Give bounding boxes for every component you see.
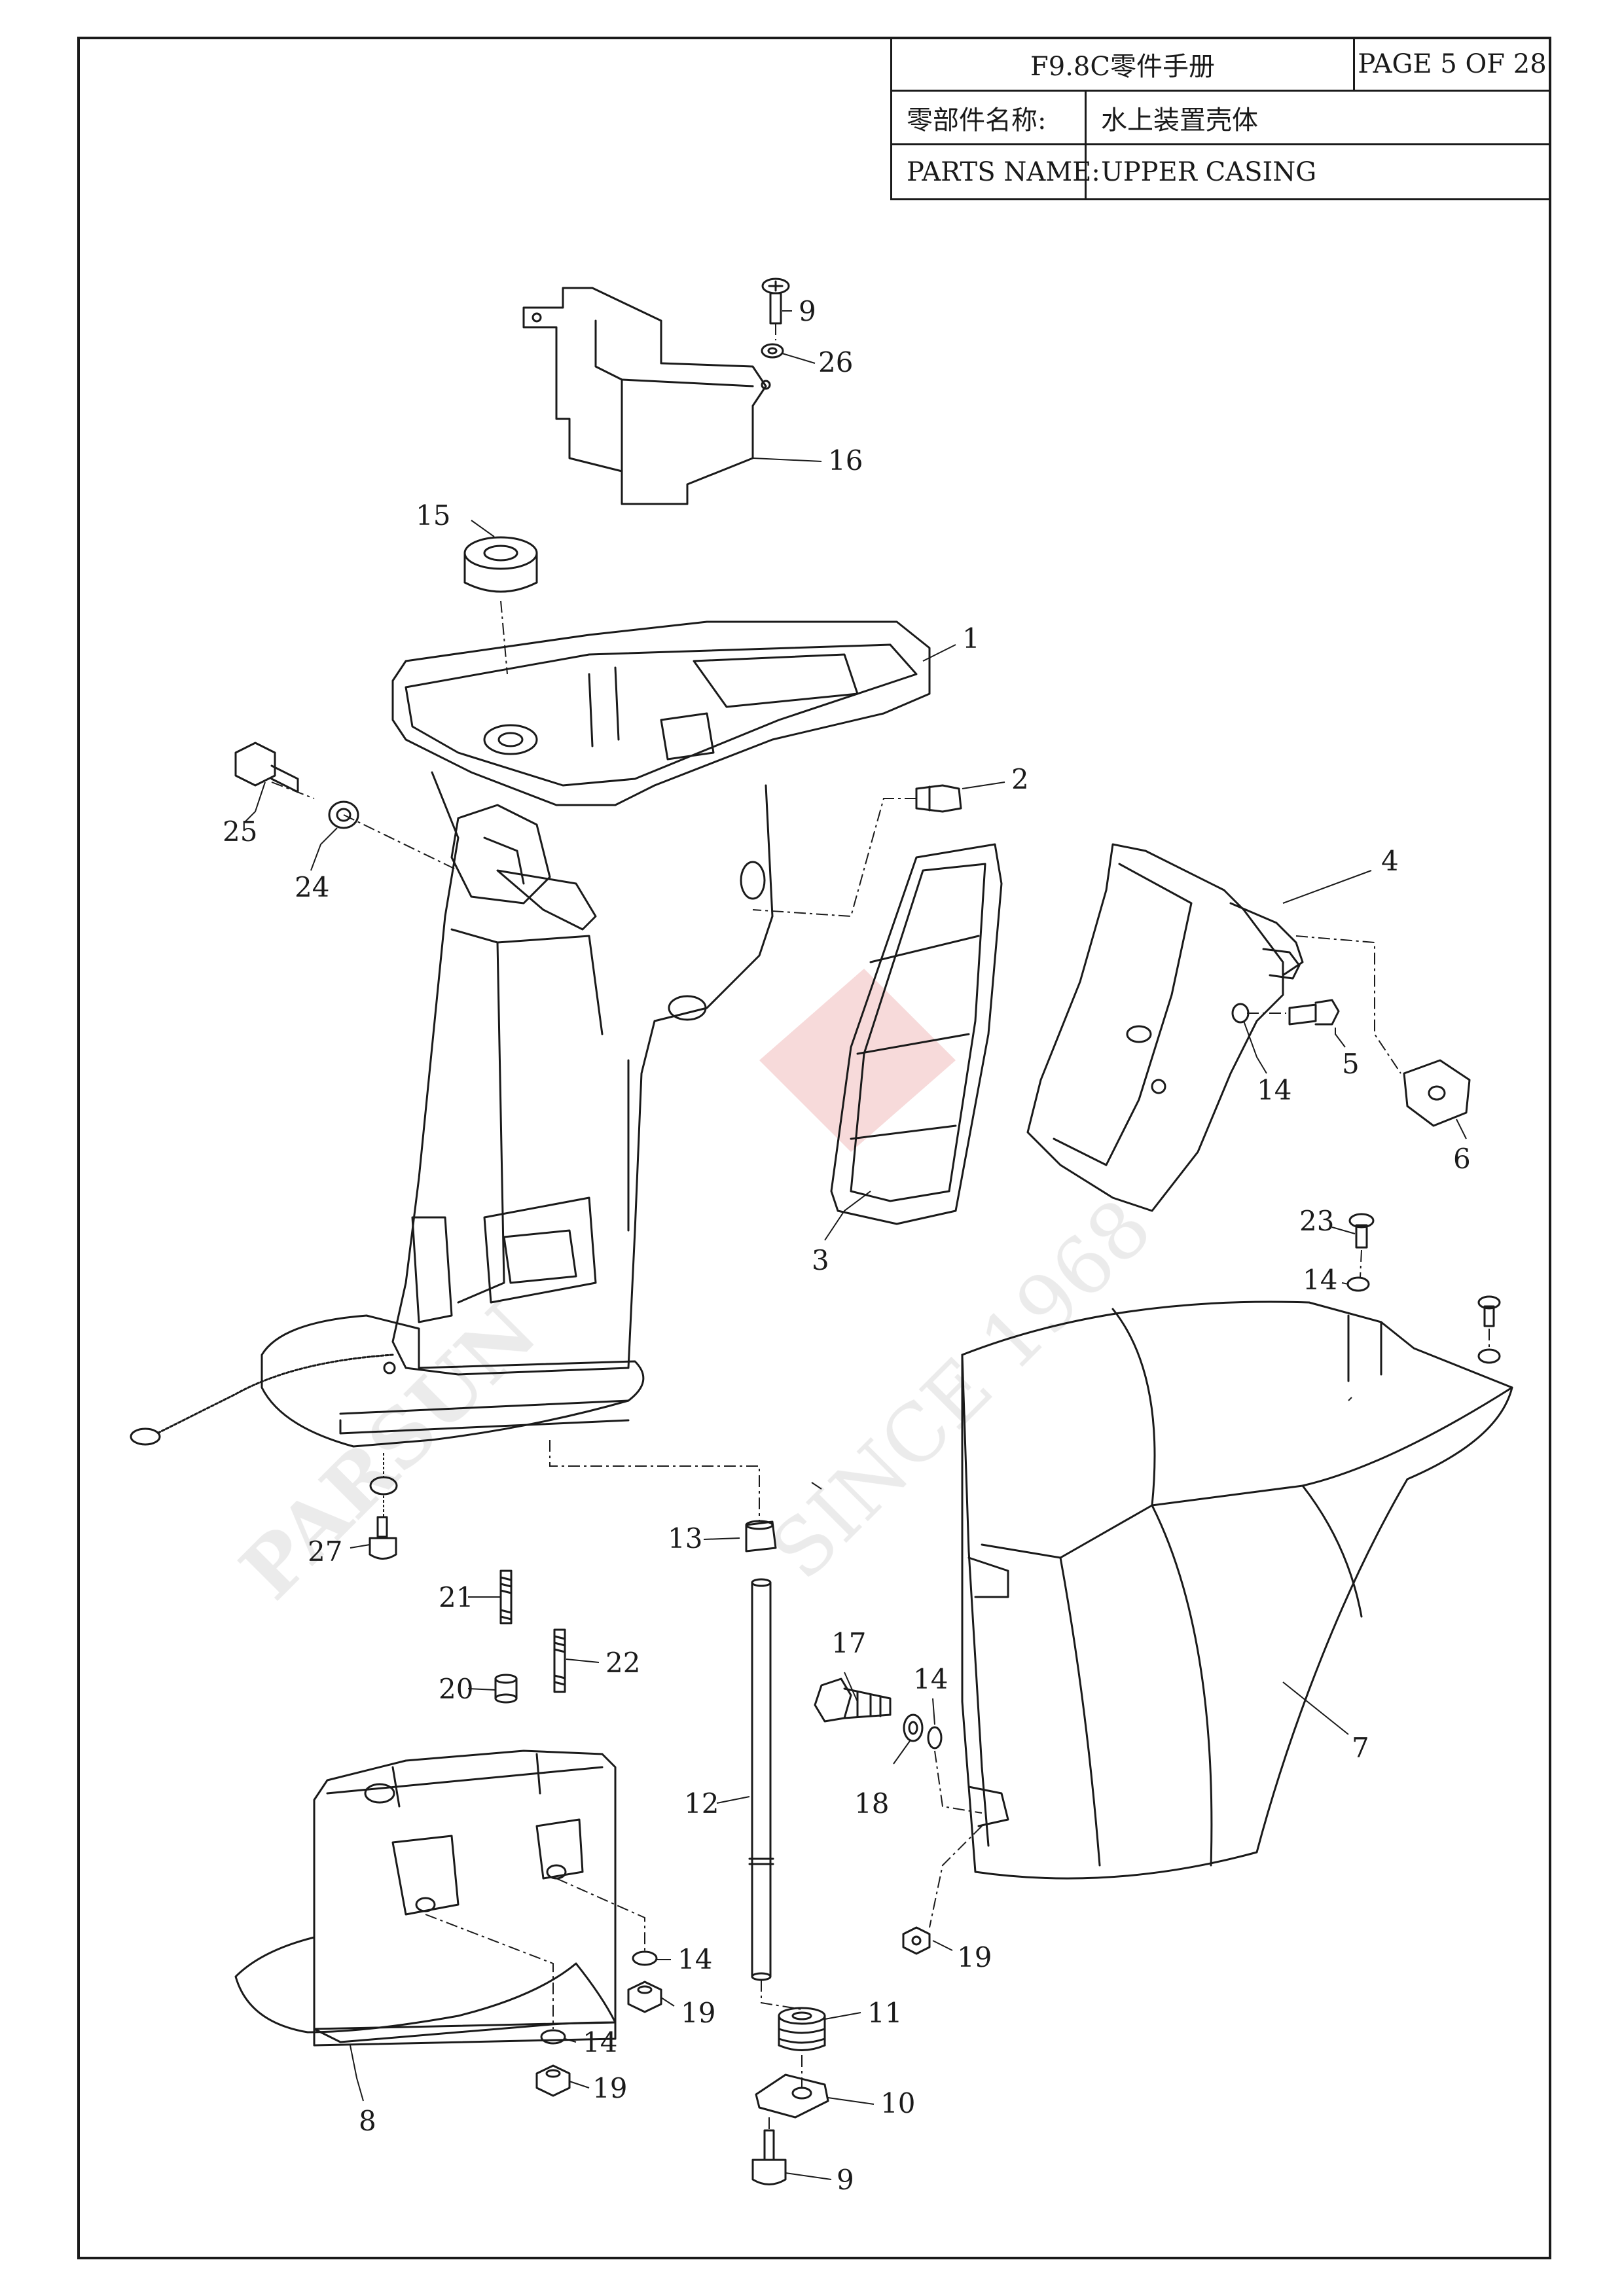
callout-1: 1 [962, 622, 980, 655]
pin-20 [494, 1674, 518, 1704]
callout-26: 26 [818, 346, 853, 378]
washer-24 [328, 800, 359, 829]
callout-18: 18 [854, 1787, 889, 1820]
drawing-frame [77, 37, 1551, 2259]
screw-9-top [761, 278, 790, 325]
callout-19-mid: 19 [681, 1997, 715, 2029]
callout-11: 11 [867, 1997, 902, 2029]
gasket-3 [830, 843, 1003, 1225]
bolt-17 [814, 1677, 892, 1723]
callout-6: 6 [1453, 1143, 1471, 1175]
water-tube-12 [748, 1578, 774, 1981]
parts-name-cn-label: 零部件名称: [890, 90, 1087, 145]
callout-14-c: 14 [913, 1663, 948, 1695]
bolt-5 [1288, 999, 1340, 1026]
callout-labels: 1 2 3 4 5 6 7 8 9 9 10 11 12 13 14 14 14… [223, 295, 1471, 2196]
washer-18 [903, 1713, 924, 1742]
stud-22 [553, 1628, 566, 1693]
callout-8: 8 [359, 2105, 376, 2137]
callout-5: 5 [1342, 1048, 1360, 1080]
screw-right [1477, 1295, 1501, 1364]
callout-16: 16 [828, 444, 863, 476]
assembly-lines [271, 323, 1490, 2130]
callout-14-d: 14 [677, 1943, 712, 1975]
nut-19-right [902, 1926, 931, 1955]
title-block: F9.8C零件手册 PAGE 5 OF 28 零部件名称: 水上装置壳体 PAR… [890, 37, 1551, 200]
callout-4: 4 [1381, 845, 1399, 877]
rubber-mount-6 [1403, 1059, 1471, 1127]
callout-15: 15 [416, 499, 450, 531]
callout-25: 25 [223, 816, 257, 848]
callout-23: 23 [1299, 1205, 1334, 1237]
callout-14-b: 14 [1303, 1264, 1337, 1296]
callout-17: 17 [831, 1627, 866, 1659]
callout-14-a: 14 [1257, 1074, 1291, 1106]
rubber-seal-11 [778, 2007, 826, 2051]
lower-casing-8 [234, 1749, 617, 2047]
callout-24: 24 [295, 871, 329, 903]
clamp-10 [755, 2073, 829, 2119]
stud-21 [499, 1570, 513, 1624]
washer-14-a [1231, 1003, 1250, 1024]
callout-19-right: 19 [957, 1941, 992, 1973]
nut-19-mid [627, 1981, 662, 2013]
callout-20: 20 [439, 1673, 473, 1705]
upper-casing-main-part [130, 620, 931, 1448]
cover-bracket-part [522, 287, 771, 505]
exhaust-guide-4 [1026, 843, 1304, 1212]
parts-name-en-value: UPPER CASING [1085, 143, 1551, 200]
callout-22: 22 [605, 1647, 640, 1679]
screw-9-bottom [751, 2129, 787, 2185]
watermark: PARSUN SINCE 1968 [223, 969, 1169, 1617]
screw-23 [1348, 1213, 1375, 1249]
callout-7: 7 [1352, 1732, 1369, 1764]
callout-2: 2 [1011, 763, 1029, 795]
bolt-25 [234, 742, 299, 793]
watermark-accent [759, 969, 956, 1152]
callout-3: 3 [812, 1244, 829, 1276]
washer-26 [761, 343, 784, 359]
washer-14-b [1346, 1276, 1370, 1292]
plug-2 [915, 784, 962, 813]
callout-19-bottom: 19 [592, 2072, 627, 2104]
callout-27: 27 [308, 1535, 342, 1568]
manual-title: F9.8C零件手册 [890, 37, 1355, 92]
apron-7 [961, 1300, 1513, 1880]
nut-19-bottom [535, 2064, 571, 2097]
parts-name-en-label: PARTS NAME: [890, 143, 1100, 200]
page-indicator: PAGE 5 OF 28 [1353, 37, 1551, 92]
washer-14-c [927, 1726, 943, 1749]
bushing-15 [463, 536, 538, 593]
callout-10: 10 [880, 2087, 915, 2119]
callout-9-top: 9 [799, 295, 816, 327]
callout-13: 13 [668, 1522, 702, 1554]
callout-14-e: 14 [583, 2026, 617, 2058]
parts-name-cn-value: 水上装置壳体 [1085, 90, 1551, 145]
washer-14-d [632, 1950, 658, 1966]
leader-lines [245, 310, 1467, 2180]
callout-12: 12 [684, 1787, 719, 1820]
callout-9-bottom: 9 [837, 2164, 854, 2196]
watermark-brand: PARSUN [223, 1285, 555, 1617]
callout-21: 21 [439, 1581, 473, 1613]
washer-14-e [540, 2029, 566, 2045]
